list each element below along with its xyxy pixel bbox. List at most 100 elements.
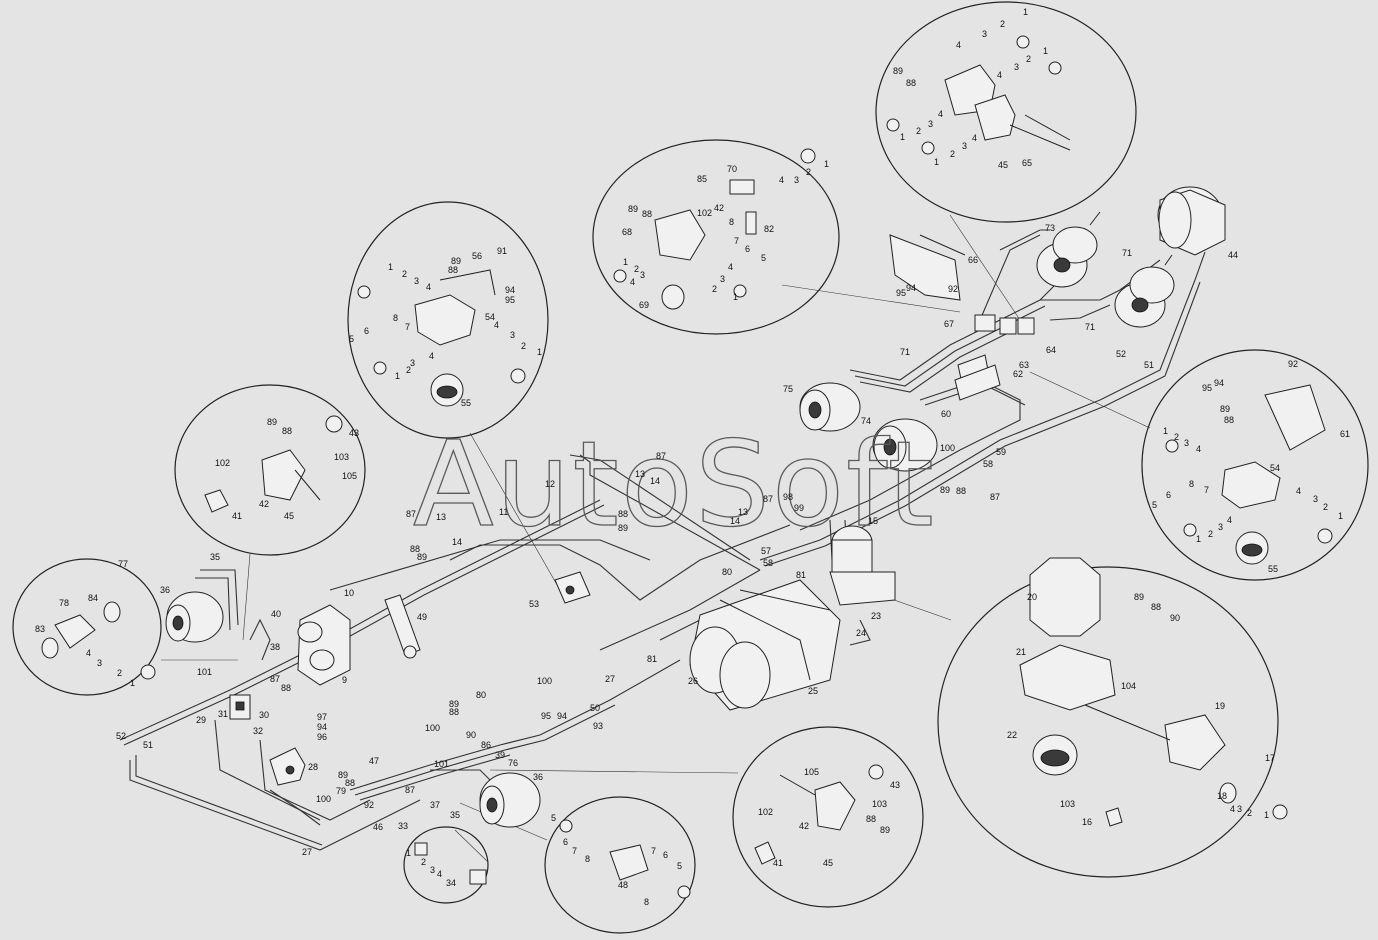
part-number-label: 70 [727, 164, 737, 174]
brake-chamber-36-rear [479, 772, 541, 828]
part-number-label: 8 [585, 854, 590, 864]
part-number-label: 4 [1296, 486, 1301, 496]
part-number-label: 4 [1227, 515, 1232, 525]
part-number-label: 50 [590, 703, 600, 713]
part-number-label: 2 [402, 269, 407, 279]
part-number-label: 58 [763, 558, 773, 568]
valve-28 [269, 747, 306, 786]
part-number-label: 59 [996, 447, 1006, 457]
part-number-label: 5 [1152, 500, 1157, 510]
part-number-label: 2 [1208, 529, 1213, 539]
part-number-label: 6 [745, 244, 750, 254]
part-number-label: 95 [541, 711, 551, 721]
part-number-label: 2 [950, 149, 955, 159]
part-number-label: 4 [1196, 444, 1201, 454]
bracket-60 [954, 364, 1001, 401]
bubble-top-right [875, 1, 1137, 223]
part-number-label: 89 [893, 66, 903, 76]
air-tanks-25-26 [689, 579, 841, 711]
part-number-label: 88 [281, 683, 291, 693]
part-number-label: 45 [998, 160, 1008, 170]
part-number-label: 100 [537, 676, 552, 686]
brake-chamber-74 [872, 418, 938, 472]
part-number-label: 3 [410, 358, 415, 368]
part-number-label: 2 [1323, 502, 1328, 512]
part-number-label: 21 [1016, 647, 1026, 657]
part-number-label: 17 [1265, 753, 1275, 763]
part-number-label: 1 [934, 157, 939, 167]
lever-49 [384, 594, 421, 659]
bubble-upper-mid [347, 201, 549, 439]
part-number-label: 89 [628, 204, 638, 214]
part-number-label: 97 [317, 712, 327, 722]
part-number-label: 94 [317, 722, 327, 732]
part-number-label: 52 [1116, 349, 1126, 359]
part-number-label: 42 [714, 203, 724, 213]
part-number-label: 3 [1237, 804, 1242, 814]
part-number-label: 13 [436, 512, 446, 522]
brake-chamber-75 [799, 382, 861, 432]
part-number-label: 86 [481, 740, 491, 750]
part-number-label: 5 [551, 813, 556, 823]
bubble-bottom-small [403, 826, 489, 904]
bubble-bottom-mid [544, 796, 696, 934]
part-number-label: 51 [1144, 360, 1154, 370]
part-number-label: 5 [761, 253, 766, 263]
part-number-label: 89 [618, 523, 628, 533]
part-number-label: 94 [1214, 378, 1224, 388]
part-number-label: 73 [1045, 223, 1055, 233]
part-number-label: 94 [557, 711, 567, 721]
part-number-label: 28 [308, 762, 318, 772]
part-number-label: 9 [342, 675, 347, 685]
part-number-label: 2 [406, 365, 411, 375]
part-number-label: 1 [395, 371, 400, 381]
part-number-label: 95 [1202, 383, 1212, 393]
part-number-label: 76 [508, 758, 518, 768]
part-number-label: 3 [97, 658, 102, 668]
part-number-label: 48 [618, 880, 628, 890]
part-number-label: 3 [640, 270, 645, 280]
part-number-label: 14 [650, 476, 660, 486]
part-number-label: 88 [448, 265, 458, 275]
part-number-label: 71 [1122, 248, 1132, 258]
part-number-label: 54 [485, 312, 495, 322]
part-number-label: 102 [215, 458, 230, 468]
part-number-label: 89 [1220, 404, 1230, 414]
brake-chamber-36-front [165, 591, 224, 643]
part-number-label: 26 [688, 676, 698, 686]
part-number-label: 88 [410, 544, 420, 554]
part-number-label: 88 [642, 209, 652, 219]
bubble-top-center [592, 139, 840, 335]
part-number-label: 93 [593, 721, 603, 731]
part-number-label: 103 [872, 799, 887, 809]
part-number-label: 71 [1085, 322, 1095, 332]
part-number-label: 1 [1196, 534, 1201, 544]
part-number-label: 38 [270, 642, 280, 652]
part-number-label: 35 [210, 552, 220, 562]
bubble-parts [41, 35, 1333, 899]
part-number-label: 3 [430, 865, 435, 875]
part-number-label: 31 [218, 709, 228, 719]
part-number-label: 43 [890, 780, 900, 790]
part-number-label: 105 [342, 471, 357, 481]
part-number-label: 2 [712, 284, 717, 294]
part-number-label: 91 [497, 246, 507, 256]
part-number-label: 47 [369, 756, 379, 766]
part-number-label: 54 [1270, 463, 1280, 473]
callout-bubbles [12, 1, 1369, 934]
part-number-label: 92 [364, 800, 374, 810]
part-number-label: 4 [728, 262, 733, 272]
part-number-label: 102 [758, 807, 773, 817]
part-number-label: 100 [425, 723, 440, 733]
part-number-label: 16 [1082, 817, 1092, 827]
part-number-label: 29 [196, 715, 206, 725]
part-number-label: 36 [160, 585, 170, 595]
part-number-label: 14 [730, 516, 740, 526]
part-number-label: 7 [572, 846, 577, 856]
part-number-label: 8 [393, 313, 398, 323]
bubble-bottom-right [937, 566, 1279, 878]
part-number-label: 13 [635, 469, 645, 479]
part-number-label: 66 [968, 255, 978, 265]
part-number-label: 90 [466, 730, 476, 740]
part-number-label: 2 [916, 126, 921, 136]
